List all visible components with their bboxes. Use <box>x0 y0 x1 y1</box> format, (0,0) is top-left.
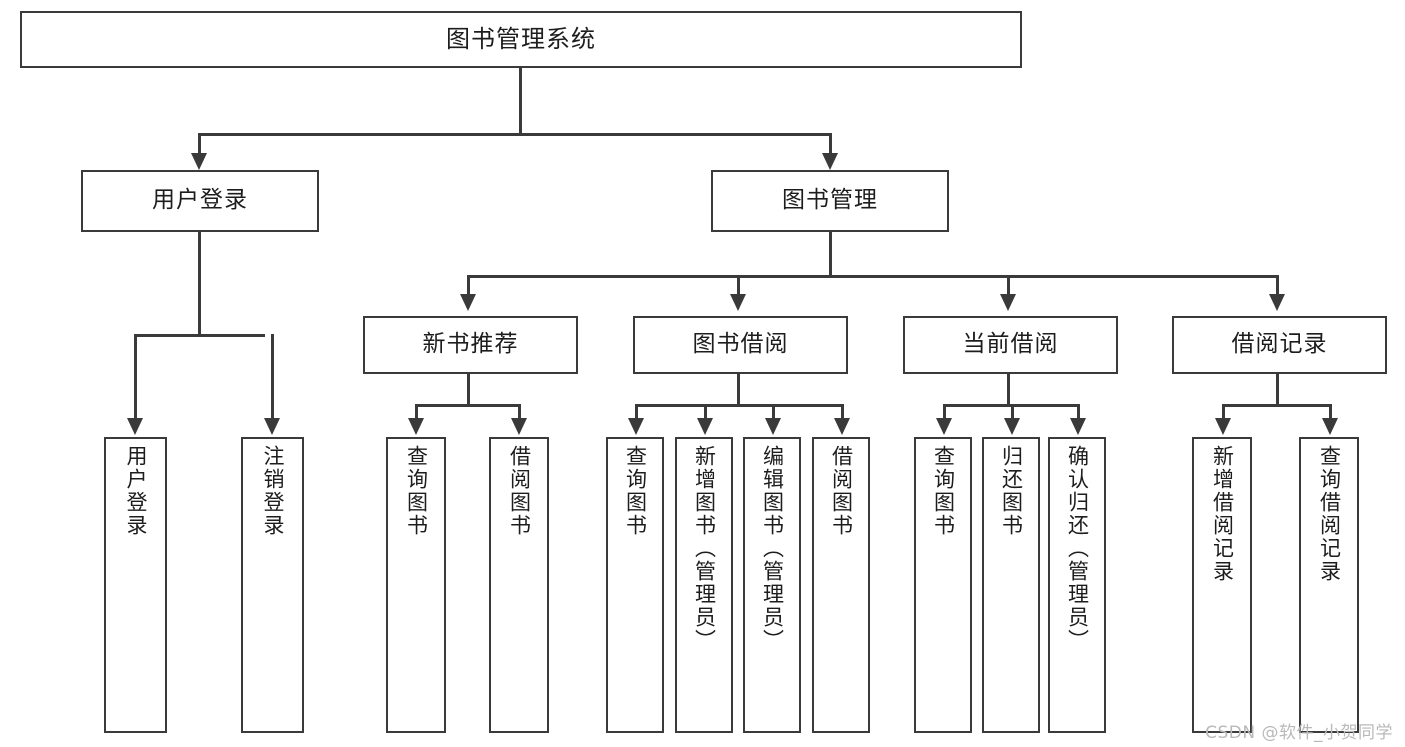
arrow-to-leaf-logout <box>264 418 280 435</box>
node-label: 图书管理系统 <box>446 25 596 54</box>
node-root-system[interactable]: 图书管理系统 <box>20 11 1022 68</box>
leaf-add-book[interactable]: 新增图书（管理员） <box>675 437 733 733</box>
node-label: 用户登录 <box>124 445 148 537</box>
edge-current-borrow-drop-2 <box>1011 404 1014 420</box>
edge-level2-bus <box>198 133 832 136</box>
edge-book-borrow-drop-1 <box>635 404 638 420</box>
edge-root-stem <box>519 68 522 135</box>
node-label: 编辑图书（管理员） <box>760 445 785 652</box>
edge-level3-drop-4 <box>1276 275 1279 297</box>
edge-borrow-record-drop-1 <box>1222 404 1225 420</box>
arrow-to-book-borrow <box>730 294 746 311</box>
node-book-manage[interactable]: 图书管理 <box>711 170 949 232</box>
leaf-user-login[interactable]: 用户登录 <box>104 437 167 733</box>
leaf-query-book-1[interactable]: 查询图书 <box>386 437 446 733</box>
arrow-to-leaf-borrow-book-2 <box>834 418 850 435</box>
node-new-book-rec[interactable]: 新书推荐 <box>363 316 578 374</box>
node-label: 图书借阅 <box>692 331 789 358</box>
arrow-to-leaf-borrow-book-1 <box>511 418 527 435</box>
node-label: 当前借阅 <box>962 331 1059 358</box>
node-label: 借阅图书 <box>507 445 532 537</box>
leaf-edit-book[interactable]: 编辑图书（管理员） <box>743 437 801 733</box>
arrow-to-leaf-return-book <box>1004 418 1020 435</box>
node-label: 查询借阅记录 <box>1317 445 1342 583</box>
arrow-to-borrow-record <box>1269 294 1285 311</box>
edge-level3-drop-2 <box>737 275 740 297</box>
node-label: 新增图书（管理员） <box>692 445 717 652</box>
arrow-to-leaf-query-book-2 <box>628 418 644 435</box>
watermark-text: CSDN @软件_小贺同学 <box>1205 723 1393 743</box>
arrow-to-leaf-confirm-return <box>1070 418 1086 435</box>
edge-level3-drop-1 <box>467 275 470 297</box>
node-label: 新增借阅记录 <box>1210 445 1235 583</box>
arrow-to-leaf-add-book <box>697 418 713 435</box>
edge-user-login-stem <box>198 232 201 336</box>
edge-current-borrow-stem <box>1007 374 1010 406</box>
leaf-query-record[interactable]: 查询借阅记录 <box>1299 437 1359 733</box>
leaf-return-book[interactable]: 归还图书 <box>982 437 1040 733</box>
edge-borrow-record-stem <box>1276 374 1279 406</box>
edge-book-borrow-bus <box>635 404 844 407</box>
node-label: 借阅记录 <box>1231 331 1328 358</box>
arrow-to-book-manage <box>822 153 838 170</box>
arrow-to-leaf-query-book-1 <box>408 418 424 435</box>
edge-level3-bus <box>467 275 1279 278</box>
edge-book-borrow-drop-3 <box>772 404 775 420</box>
arrow-to-leaf-query-record <box>1322 418 1338 435</box>
node-label: 新书推荐 <box>422 331 519 358</box>
node-label: 确认归还（管理员） <box>1065 445 1090 652</box>
arrow-to-current-borrow <box>1000 294 1016 311</box>
node-label: 图书管理 <box>782 187 878 214</box>
edge-book-manage-stem <box>829 232 832 277</box>
edge-new-book-rec-drop-2 <box>518 404 521 420</box>
arrow-to-leaf-query-book-3 <box>936 418 952 435</box>
edge-new-book-rec-bus <box>415 404 521 407</box>
leaf-borrow-book-2[interactable]: 借阅图书 <box>812 437 870 733</box>
arrow-to-leaf-add-record <box>1215 418 1231 435</box>
edge-user-login-drop-1 <box>134 334 137 420</box>
edge-book-borrow-stem <box>737 374 740 406</box>
arrow-to-new-book-rec <box>460 294 476 311</box>
node-label: 借阅图书 <box>829 445 854 537</box>
node-borrow-record[interactable]: 借阅记录 <box>1172 316 1387 374</box>
arrow-to-leaf-user-login <box>127 418 143 435</box>
leaf-confirm-return[interactable]: 确认归还（管理员） <box>1048 437 1106 733</box>
node-label: 查询图书 <box>404 445 429 537</box>
edge-book-borrow-drop-2 <box>704 404 707 420</box>
edge-level2-drop-2 <box>829 133 832 158</box>
edge-level2-drop-1 <box>198 133 201 158</box>
edge-borrow-record-bus <box>1222 404 1332 407</box>
node-current-borrow[interactable]: 当前借阅 <box>903 316 1118 374</box>
edge-borrow-record-drop-2 <box>1329 404 1332 420</box>
leaf-add-record[interactable]: 新增借阅记录 <box>1192 437 1252 733</box>
edge-user-login-bus <box>134 334 265 337</box>
node-label: 查询图书 <box>931 445 956 537</box>
node-book-borrow[interactable]: 图书借阅 <box>633 316 848 374</box>
node-label: 查询图书 <box>623 445 648 537</box>
edge-user-login-drop-2 <box>271 334 274 420</box>
edge-level3-drop-3 <box>1007 275 1010 297</box>
arrow-to-user-login <box>191 153 207 170</box>
edge-new-book-rec-stem <box>467 374 470 406</box>
edge-book-borrow-drop-4 <box>841 404 844 420</box>
node-user-login[interactable]: 用户登录 <box>81 170 319 232</box>
leaf-borrow-book-1[interactable]: 借阅图书 <box>489 437 549 733</box>
leaf-query-book-2[interactable]: 查询图书 <box>606 437 664 733</box>
edge-current-borrow-drop-3 <box>1077 404 1080 420</box>
leaf-logout[interactable]: 注销登录 <box>241 437 304 733</box>
node-label: 注销登录 <box>261 445 285 537</box>
edge-new-book-rec-drop-1 <box>415 404 418 420</box>
node-label: 用户登录 <box>152 187 248 214</box>
node-label: 归还图书 <box>999 445 1024 537</box>
leaf-query-book-3[interactable]: 查询图书 <box>914 437 972 733</box>
arrow-to-leaf-edit-book <box>765 418 781 435</box>
edge-current-borrow-drop-1 <box>943 404 946 420</box>
